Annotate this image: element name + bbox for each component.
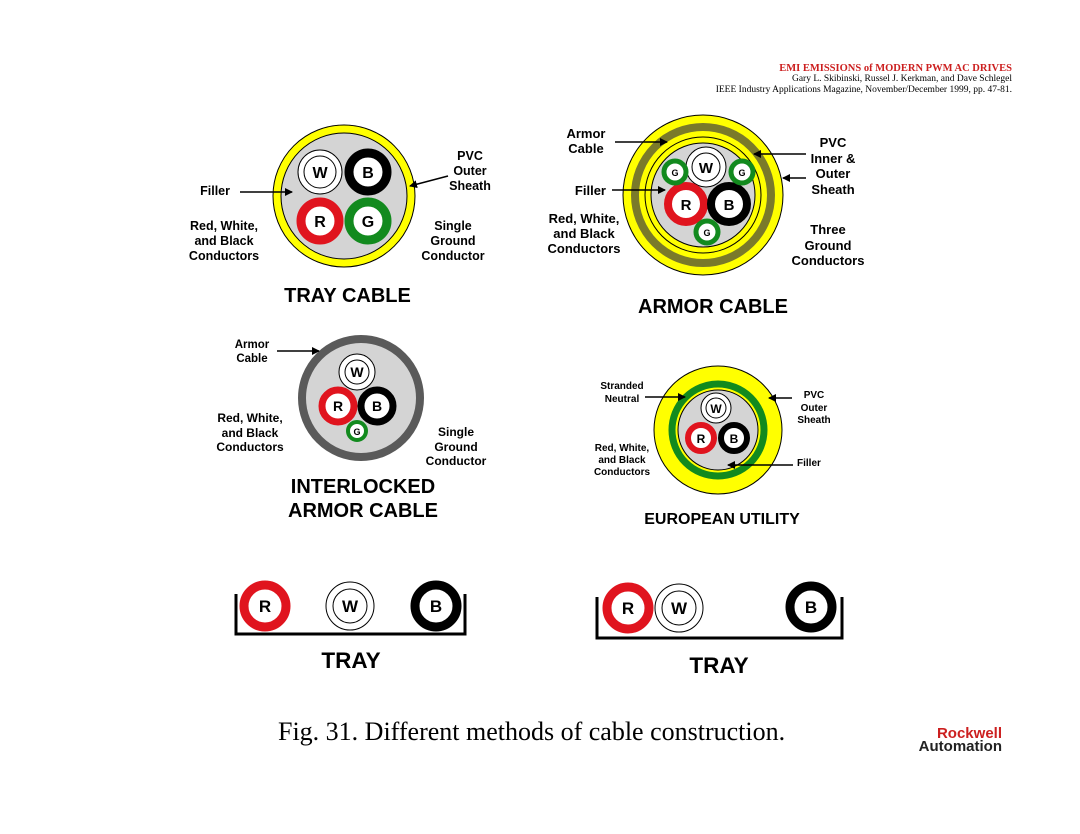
armor-cable-ground-2: G <box>728 158 756 186</box>
tray-left-w-letter: W <box>342 597 359 616</box>
logo-line-2: Automation <box>918 738 1002 755</box>
interlocked-cable-g-letter: G <box>353 427 360 437</box>
european-utility-filler-label: Filler <box>797 458 821 469</box>
tray-cable-title: TRAY CABLE <box>284 285 411 307</box>
interlocked-cable-conductors-label: Red, White, and Black Conductors <box>216 411 284 454</box>
armor-cable-conductor-red: R <box>664 182 708 226</box>
tray-left-diagram: R W B <box>234 580 467 636</box>
european-utility-diagram: W R B <box>645 365 793 495</box>
armor-cable-g2-letter: G <box>738 168 745 178</box>
tray-right-conductor-white: W <box>654 583 704 633</box>
tray-cable-g-letter: G <box>362 214 374 231</box>
armor-cable-sheath-label: PVC Inner & Outer Sheath <box>810 135 856 197</box>
armor-cable-diagram: W R B G G G <box>612 114 806 276</box>
tray-cable-w-letter: W <box>312 165 328 182</box>
tray-left-conductor-red: R <box>239 580 291 632</box>
interlocked-cable-title: INTERLOCKED ARMOR CABLE <box>288 476 438 522</box>
european-utility-r-letter: R <box>697 432 706 446</box>
armor-cable-g1-letter: G <box>671 168 678 178</box>
european-utility-conductors-label: Red, White, and Black Conductors <box>593 443 651 478</box>
tray-right-title: TRAY <box>689 653 749 678</box>
tray-cable-conductors-label: Red, White, and Black Conductors <box>188 219 260 263</box>
tray-cable-conductor-black: B <box>344 148 392 196</box>
interlocked-cable-conductor-black: B <box>357 386 397 426</box>
european-utility-neutral-label: Stranded Neutral <box>600 381 644 405</box>
tray-left-b-letter: B <box>430 597 442 616</box>
rockwell-automation-logo: Rockwell Automation <box>898 725 1002 755</box>
citation-journal: IEEE Industry Applications Magazine, Nov… <box>715 85 1012 95</box>
tray-right-diagram: R W B <box>595 581 844 640</box>
tray-left-conductor-black: B <box>410 580 462 632</box>
interlocked-cable-b-letter: B <box>372 398 382 414</box>
tray-right-r-letter: R <box>622 599 634 618</box>
tray-cable-conductor-white: W <box>297 149 343 195</box>
tray-cable-sheath-label: PVC Outer Sheath <box>449 149 491 193</box>
european-utility-b-letter: B <box>730 432 739 446</box>
tray-cable-sheath-arrow <box>409 175 449 189</box>
armor-cable-conductor-white: W <box>685 146 727 188</box>
armor-cable-filler-label: Filler <box>574 183 606 198</box>
tray-cable-filler-label: Filler <box>200 184 230 198</box>
citation-block: EMI EMISSIONS of MODERN PWM AC DRIVES Ga… <box>716 63 1012 96</box>
tray-cable-b-letter: B <box>362 165 374 182</box>
armor-cable-r-letter: R <box>681 197 692 214</box>
tray-cable-filler <box>280 132 408 260</box>
figure-caption: Fig. 31. Different methods of cable cons… <box>278 717 786 746</box>
tray-left-title: TRAY <box>321 648 381 673</box>
european-utility-conductor-red: R <box>685 422 717 454</box>
armor-cable-conductors-label: Red, White, and Black Conductors <box>547 211 621 256</box>
logo-line-1: Rockwell <box>936 725 1002 742</box>
tray-left-channel <box>234 594 467 636</box>
citation-authors: Gary L. Skibinski, Russel J. Kerkman, an… <box>791 74 1012 84</box>
armor-cable-title: ARMOR CABLE <box>638 296 788 318</box>
interlocked-cable-r-letter: R <box>333 398 343 414</box>
interlocked-cable-conductor-red: R <box>318 386 358 426</box>
tray-left-r-letter: R <box>259 597 271 616</box>
tray-right-w-letter: W <box>671 599 688 618</box>
tray-right-b-letter: B <box>805 598 817 617</box>
european-utility-sheath-label: PVC Outer Sheath <box>797 390 831 426</box>
tray-cable-diagram: W B R G <box>240 124 449 268</box>
interlocked-cable-armor-label: Armor Cable <box>234 339 270 365</box>
armor-cable-w-letter: W <box>699 160 714 177</box>
european-utility-w-letter: W <box>710 402 722 416</box>
armor-cable-b-letter: B <box>724 197 735 214</box>
european-utility-conductor-black: B <box>718 422 750 454</box>
tray-right-conductor-black: B <box>785 581 837 633</box>
armor-cable-ground-3: G <box>693 218 721 246</box>
armor-cable-ground-label: Three Ground Conductors <box>791 222 865 268</box>
tray-cable-conductor-red: R <box>296 197 344 245</box>
interlocked-cable-conductor-white: W <box>338 353 376 391</box>
european-utility-conductor-white: W <box>700 392 732 424</box>
citation-title: EMI EMISSIONS of MODERN PWM AC DRIVES <box>779 63 1012 74</box>
tray-left-conductor-white: W <box>325 581 375 631</box>
interlocked-cable-ground: G <box>346 420 368 442</box>
interlocked-cable-ground-label: Single Ground Conductor <box>425 425 487 468</box>
tray-cable-r-letter: R <box>314 214 326 231</box>
armor-cable-armor <box>631 123 775 267</box>
tray-cable-ground-label: Single Ground Conductor <box>421 219 485 263</box>
tray-cable-conductor-green: G <box>344 197 392 245</box>
interlocked-cable-w-letter: W <box>350 364 364 380</box>
armor-cable-conductor-black: B <box>707 182 751 226</box>
tray-right-conductor-red: R <box>602 582 654 634</box>
tray-right-channel <box>595 597 844 640</box>
armor-cable-armor-label: Armor Cable <box>566 126 606 156</box>
armor-cable-ground-1: G <box>661 158 689 186</box>
european-utility-title: EUROPEAN UTILITY <box>644 511 800 528</box>
interlocked-cable-diagram: W R B G <box>277 335 424 461</box>
armor-cable-g3-letter: G <box>703 228 710 238</box>
